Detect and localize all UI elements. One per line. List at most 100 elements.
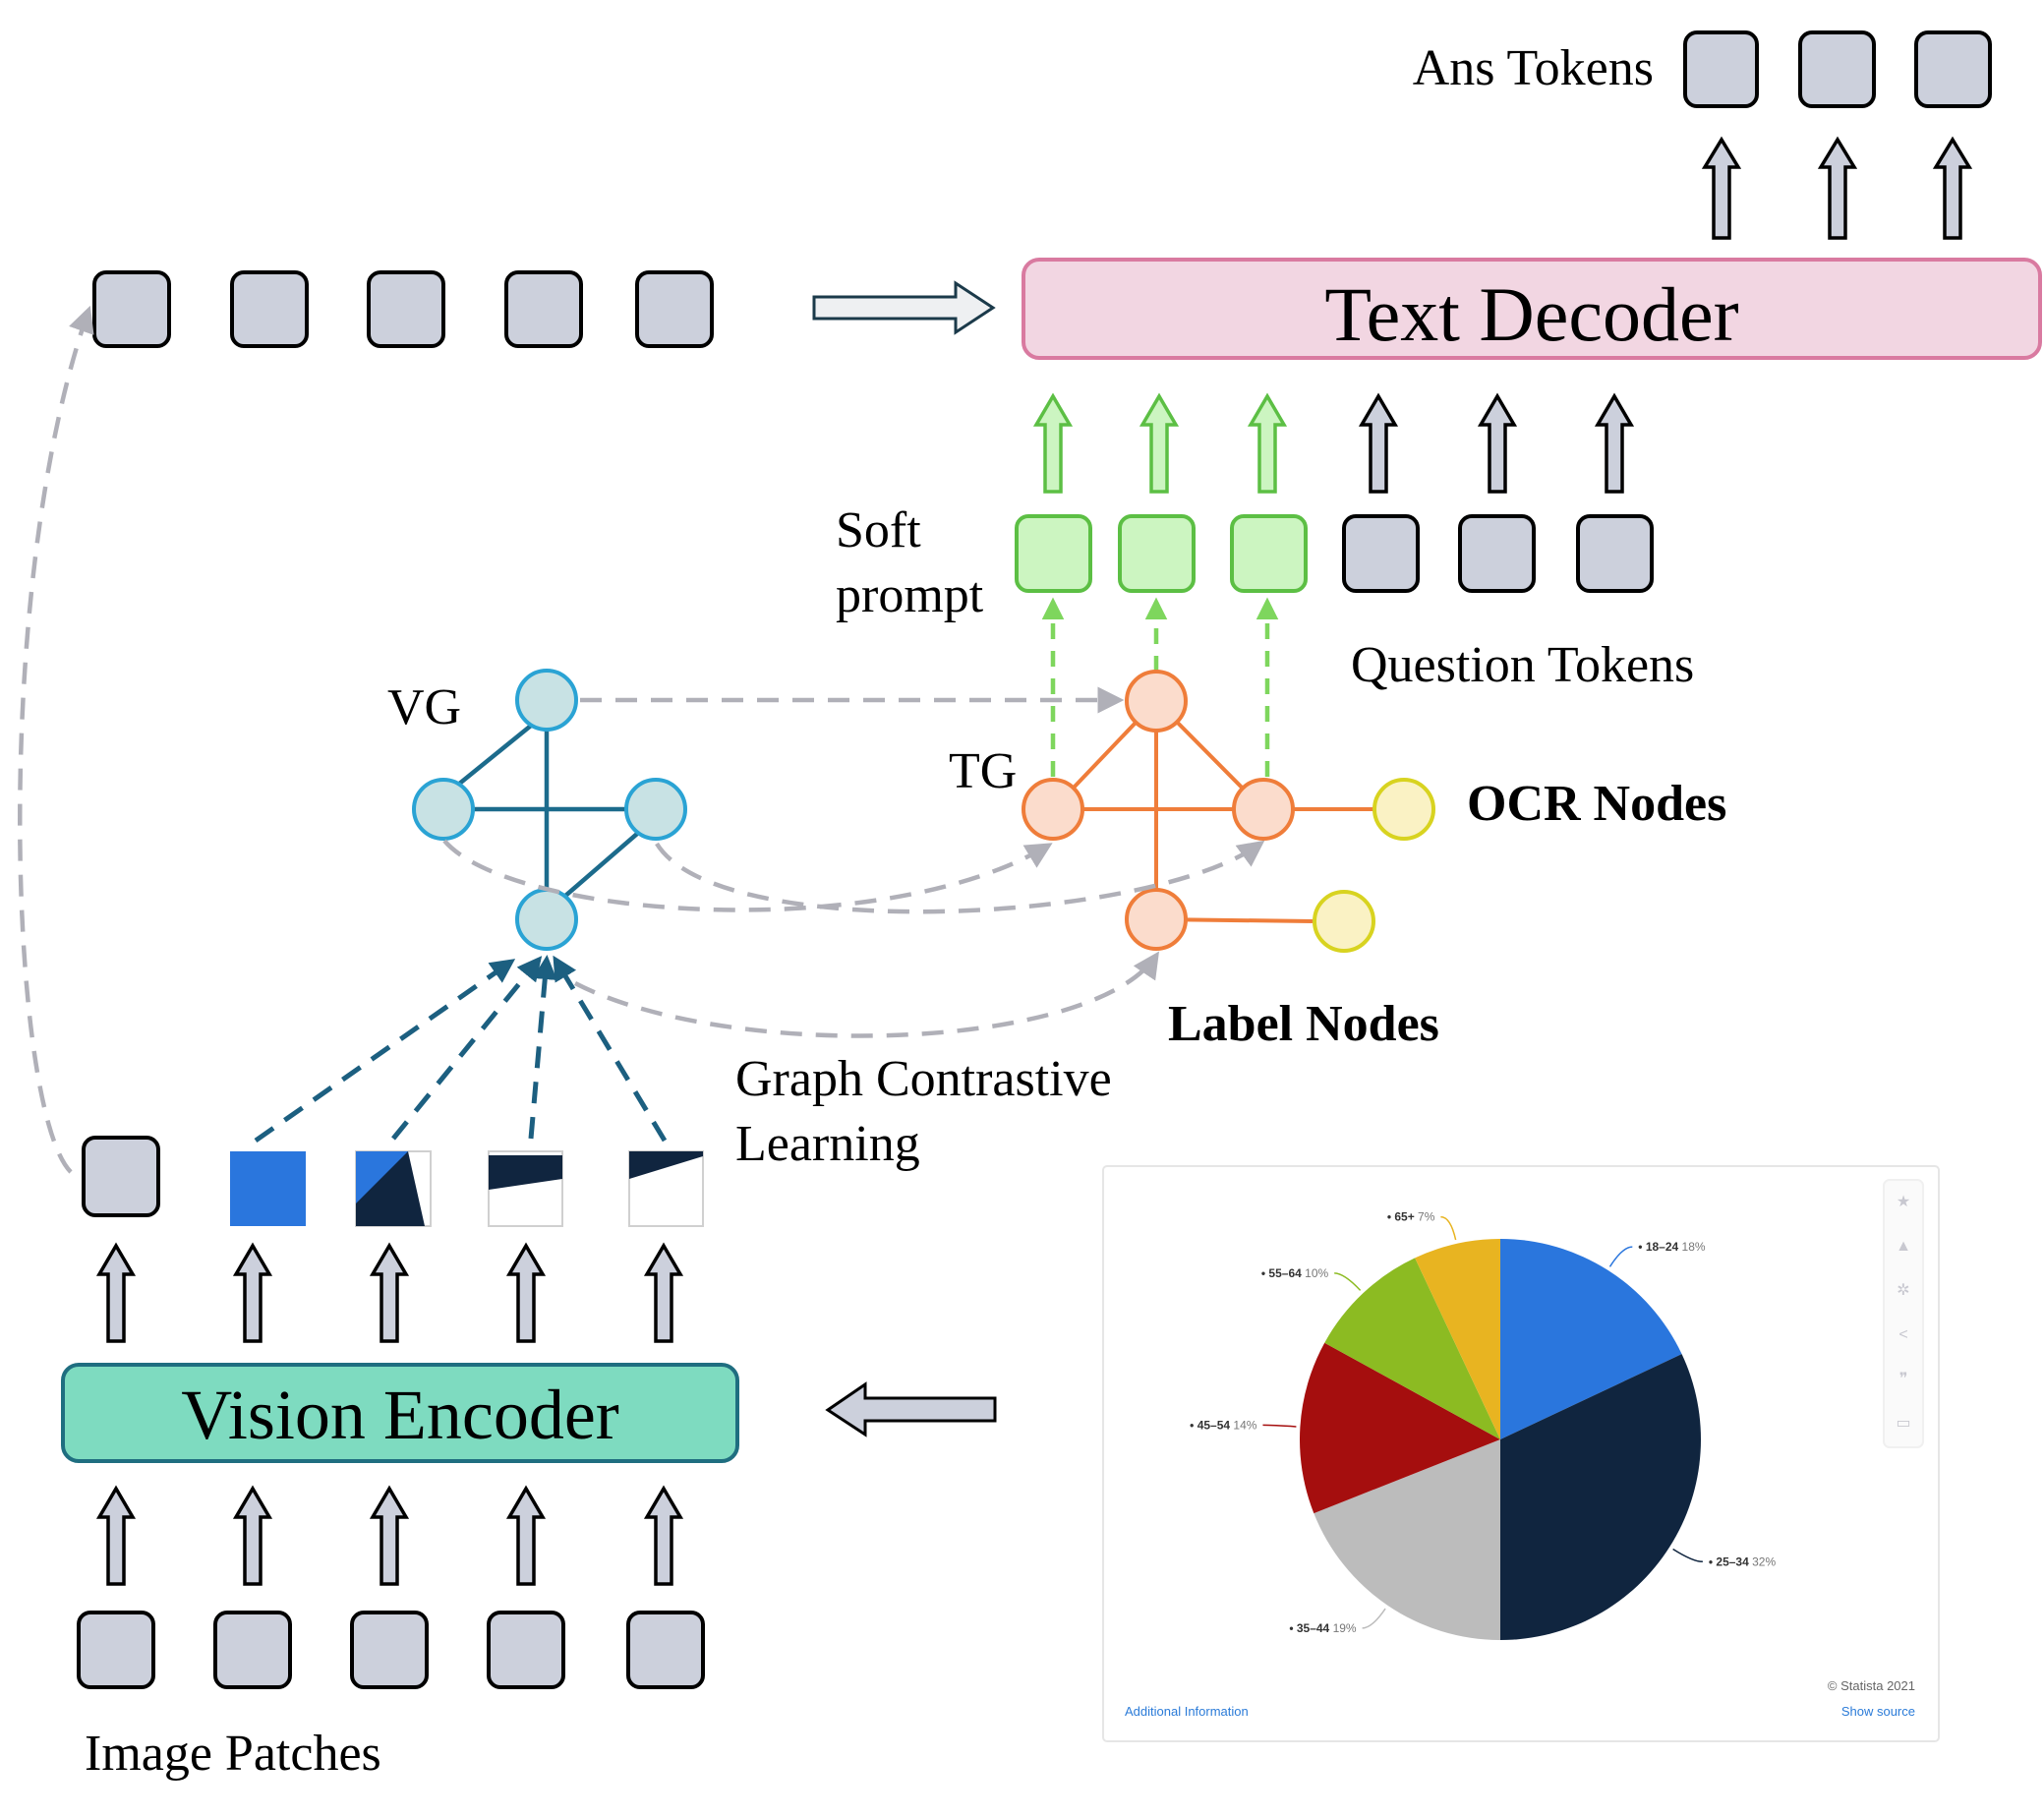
pie-slice[interactable] [1324,1258,1500,1439]
up-arrow-icon [1932,136,1973,240]
question-token [1458,514,1536,593]
up-arrow-icon [1817,136,1858,240]
up-arrow-icon [95,1242,137,1343]
up-arrow-icon [232,1485,273,1586]
pie-leader-line [1362,1608,1386,1629]
chart-toolbar: ★ ▲ ✲ < ❞ ▭ [1883,1179,1924,1448]
label-nodes-label: Label Nodes [1168,996,1439,1052]
vg-node [412,778,475,841]
pie-slice-label: • 45–54 14% [1190,1418,1257,1432]
chart-screenshot: ★ ▲ ✲ < ❞ ▭ • 18–24 18%• 25–34 32%• 35–4… [1102,1165,1940,1742]
vision-encoder-label: Vision Encoder [181,1376,619,1454]
image-patch [350,1611,429,1689]
ans-token [1683,30,1759,108]
soft-prompt-label-line2: prompt [836,567,984,623]
up-arrow-icon [369,1242,410,1343]
up-arrow-icon [1358,392,1399,494]
patch-thumbnail [628,1150,704,1227]
pie-slice-label: • 65+ 7% [1387,1210,1435,1224]
encoder-output-tokens [82,1136,704,1227]
soft-prompt-token [1118,514,1196,593]
patch-thumbnail [355,1150,432,1227]
tg-label: TG [949,743,1017,799]
pie-leader-line [1334,1272,1362,1291]
pie-slice[interactable] [1500,1239,1682,1439]
graph-contrastive-label-line2: Learning [735,1116,920,1172]
vg-node [515,669,578,732]
copyright-text: © Statista 2021 [1828,1678,1915,1693]
patch-thumbnail [488,1150,563,1227]
graph-contrastive-label-line1: Graph Contrastive [735,1051,1112,1107]
visual-token [367,270,445,348]
up-arrow-icon [95,1485,137,1586]
quote-icon[interactable]: ❞ [1899,1371,1908,1387]
dashed-arrow [573,951,1160,1038]
text-graph [1022,670,1435,953]
bell-icon[interactable]: ▲ [1896,1238,1911,1255]
left-arrow-icon [825,1381,997,1437]
image-patches-label: Image Patches [85,1726,381,1782]
dashed-arrow [442,839,1053,912]
vg-node [624,778,687,841]
vg-label: VG [387,679,461,735]
dashed-arrow [391,956,543,1141]
visual-token-sequence [92,270,714,348]
pie-leader-line [1440,1215,1457,1241]
patch-to-graph-links [254,955,668,1144]
pie-leader-line [1608,1246,1633,1267]
dashed-arrow [553,955,668,1143]
pie-slice[interactable] [1300,1342,1500,1514]
dashed-arrow [18,305,94,1174]
ocr-nodes-label: OCR Nodes [1467,776,1726,832]
text-decoder-box [1022,258,2042,360]
up-arrow-icon [1139,392,1180,494]
soft-prompt-token [1230,514,1308,593]
image-patch-tokens [77,1611,705,1689]
tg-node [1125,888,1188,951]
dashed-arrow [528,955,557,1140]
up-arrow-icon [505,1242,547,1343]
tg-node [1125,670,1188,733]
pie-slice-label: • 18–24 18% [1638,1240,1706,1254]
contrastive-links [18,305,1265,1174]
encoder-output-arrows [95,1242,684,1343]
up-arrow-icon [1247,392,1288,494]
tg-node [1022,778,1084,841]
question-tokens-label: Question Tokens [1351,637,1694,693]
image-patch [77,1611,155,1689]
star-icon[interactable]: ★ [1897,1194,1910,1210]
show-source-link[interactable]: Show source [1841,1704,1915,1719]
image-patch [626,1611,705,1689]
up-arrow-icon [1701,136,1742,240]
ans-token [1914,30,1992,108]
encoder-input-arrows [95,1485,684,1586]
up-arrow-icon [643,1242,684,1343]
pie-slice[interactable] [1415,1239,1500,1439]
soft-prompt-token [1015,514,1092,593]
question-tokens [1342,514,1654,593]
visual-token [230,270,309,348]
visual-token [504,270,583,348]
pie-slice[interactable] [1500,1354,1701,1640]
soft-prompt-links [1041,597,1279,777]
question-token [1576,514,1654,593]
question-token [1342,514,1420,593]
right-arrow-icon [812,280,996,335]
soft-prompt-tokens [1015,514,1308,593]
share-icon[interactable]: < [1898,1326,1907,1343]
additional-info-link[interactable]: Additional Information [1125,1704,1249,1719]
ans-tokens-label: Ans Tokens [1413,40,1654,96]
vision-encoder-box [61,1363,739,1463]
ocr-node [1372,778,1435,841]
gear-icon[interactable]: ✲ [1897,1282,1909,1299]
pie-leader-line [1262,1424,1297,1428]
print-icon[interactable]: ▭ [1896,1415,1910,1432]
up-arrow-icon [1594,392,1635,494]
cls-token [82,1136,160,1217]
up-arrow-icon [643,1485,684,1586]
text-decoder-label: Text Decoder [1324,271,1738,357]
image-patch [487,1611,565,1689]
up-arrow-icon [232,1242,273,1343]
pie-slice[interactable] [1314,1439,1500,1640]
